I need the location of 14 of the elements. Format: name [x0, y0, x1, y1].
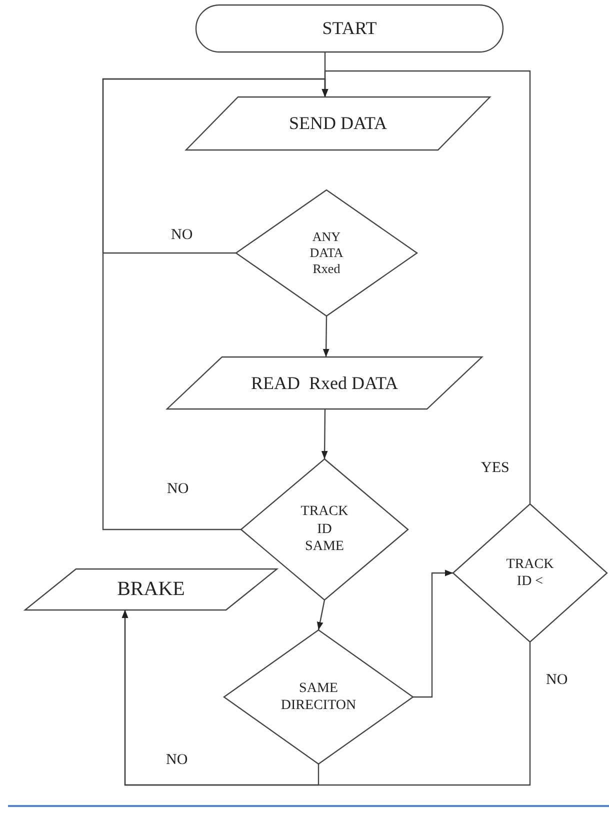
arrow [316, 600, 326, 630]
node-label: TRACK ID < [505, 556, 555, 590]
node-label: READ Rxed DATA [250, 372, 398, 394]
arrow [413, 570, 453, 698]
node-label: SAME DIRECITON [280, 680, 358, 714]
arrow [122, 610, 531, 786]
node-label: BRAKE [117, 577, 185, 602]
node-label: START [322, 17, 377, 40]
arrow [322, 316, 330, 357]
arrow [321, 409, 328, 459]
node-label: TRACK ID SAME [300, 503, 350, 556]
node-label: SEND DATA [288, 112, 388, 135]
arrow [322, 70, 531, 504]
node-label: ANY DATA Rxed [308, 228, 344, 278]
